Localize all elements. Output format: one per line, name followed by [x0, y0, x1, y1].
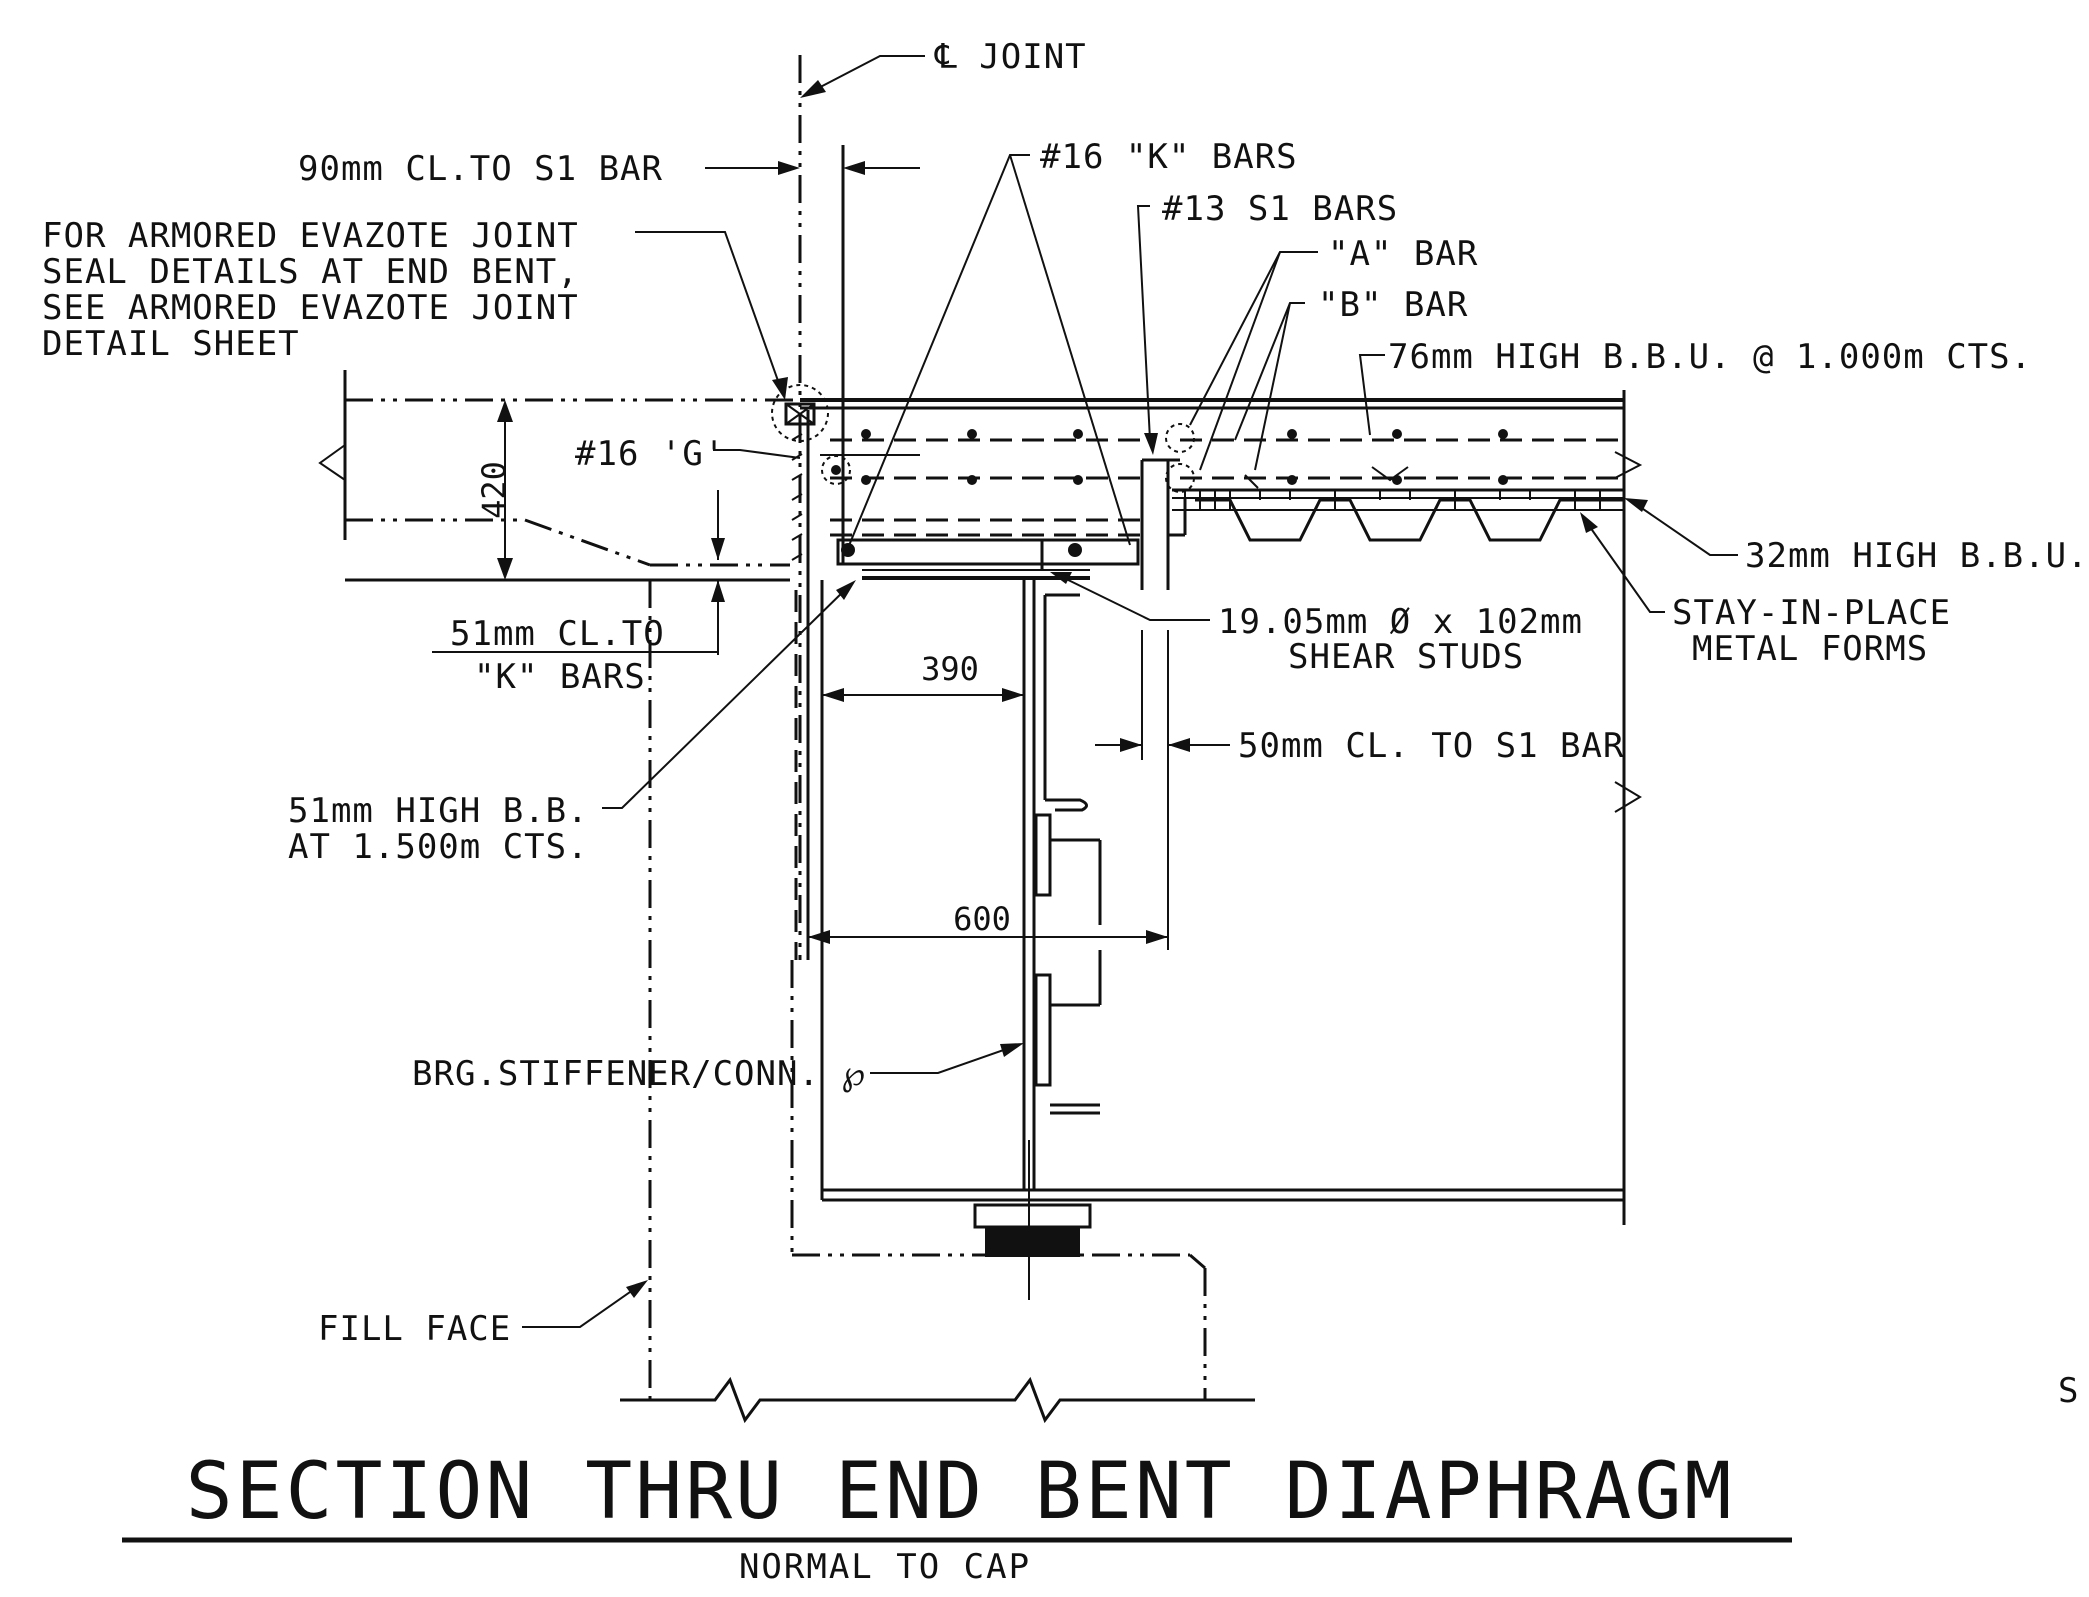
label-76mm-bbu: 76mm HIGH B.B.U. @ 1.000m CTS.: [1388, 337, 2032, 377]
dim-390: 390: [921, 650, 979, 688]
label-fill-face: FILL FACE: [318, 1309, 511, 1349]
diaphragm-rebar: [820, 423, 1624, 566]
dimensions: 420 390 600: [475, 161, 1230, 950]
fill-level-lines: [318, 370, 800, 582]
label-joint-seal-line-3: SEE ARMORED EVAZOTE JOINT: [42, 288, 579, 328]
label-51mm-cl-to-k-line-2: "K" BARS: [474, 657, 646, 697]
label-50mm-cl-to-s1: 50mm CL. TO S1 BAR: [1238, 726, 1624, 766]
dim-600: 600: [953, 900, 1011, 938]
drawing-subtitle: NORMAL TO CAP: [739, 1547, 1031, 1587]
label-32mm-bbu: 32mm HIGH B.B.U.: [1745, 536, 2089, 576]
label-a-bar: "A" BAR: [1328, 234, 1478, 274]
label-shear-studs-line-1: 19.05mm Ø x 102mm: [1218, 602, 1583, 642]
label-shear-studs-line-2: SHEAR STUDS: [1288, 637, 1524, 677]
label-g-bar: #16 'G': [575, 434, 725, 474]
drawing-title: SECTION THRU END BENT DIAPHRAGM: [186, 1447, 1735, 1537]
deck-slab: [800, 390, 1626, 1225]
steel-girder: [822, 538, 1624, 1300]
cap-outline: [620, 451, 1643, 1424]
label-joint-seal-line-1: FOR ARMORED EVAZOTE JOINT: [42, 216, 579, 256]
label-b-bar: "B" BAR: [1318, 285, 1468, 325]
label-51mm-bb-line-2: AT 1.500m CTS.: [288, 827, 589, 867]
label-joint-seal-line-4: DETAIL SHEET: [42, 324, 300, 364]
title-block: SECTION THRU END BENT DIAPHRAGM NORMAL T…: [122, 1371, 2078, 1587]
label-brg-stiffener: BRG.STIFFENER/CONN. ℘: [412, 1054, 866, 1094]
label-metal-forms-line-2: METAL FORMS: [1692, 629, 1928, 669]
annotation-labels: ℄ JOINT 90mm CL.TO S1 BAR #16 "K" BARS #…: [42, 37, 2089, 1349]
label-cl-joint: ℄ JOINT: [934, 37, 1087, 77]
label-90mm-cl-to-s1: 90mm CL.TO S1 BAR: [298, 149, 663, 189]
label-k-bars: #16 "K" BARS: [1040, 137, 1298, 177]
label-joint-seal-line-2: SEAL DETAILS AT END BENT,: [42, 252, 579, 292]
label-51mm-cl-to-k-line-1: 51mm CL.TO: [450, 614, 665, 654]
edge-text-fragment: S: [2058, 1371, 2078, 1411]
stay-in-place-metal-forms: [1172, 466, 1624, 542]
leaders: [432, 55, 1738, 1328]
label-metal-forms-line-1: STAY-IN-PLACE: [1672, 593, 1951, 633]
label-s1-bars: #13 S1 BARS: [1162, 189, 1398, 229]
label-51mm-bb-line-1: 51mm HIGH B.B.: [288, 791, 589, 831]
dim-420: 420: [475, 461, 513, 519]
